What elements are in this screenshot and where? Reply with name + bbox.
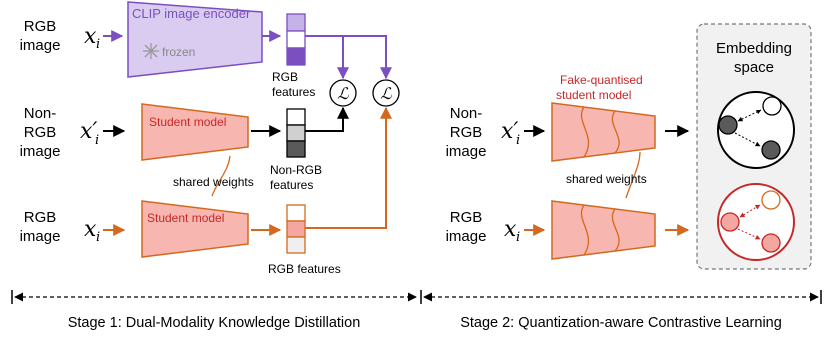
stage2-shared-weights-connector bbox=[625, 151, 641, 199]
clip-encoder: CLIP image encoder frozen bbox=[127, 1, 263, 78]
embedding-label-line1: Embedding bbox=[716, 40, 792, 57]
student-model-bottom-label: Student model bbox=[147, 211, 224, 225]
rgb-features-bottom-label: RGB features bbox=[268, 262, 341, 276]
embedding-label-line2: space bbox=[734, 59, 774, 76]
student-model-top: Student model bbox=[141, 103, 249, 161]
loss-circle-1: ℒ bbox=[329, 79, 357, 107]
stage2-shared-weights-label: shared weights bbox=[566, 172, 647, 186]
stage1-shared-weights-connector bbox=[211, 155, 231, 197]
loss-symbol-2: ℒ bbox=[380, 84, 392, 103]
stage1-caption: Stage 1: Dual-Modality Knowledge Distill… bbox=[68, 315, 361, 331]
embedding-point-anchor-rgb bbox=[720, 212, 740, 232]
stage1-rgb-bottom-sub: i bbox=[96, 230, 100, 245]
fq-student-model-bottom bbox=[551, 200, 656, 260]
stage1-nonrgb-line1: Non- bbox=[24, 105, 57, 122]
frozen-label: frozen bbox=[162, 45, 195, 59]
stage1-shared-weights-label: shared weights bbox=[173, 175, 254, 189]
rgb-features-top-line2: features bbox=[272, 85, 315, 99]
clip-encoder-label: CLIP image encoder bbox=[132, 6, 251, 21]
stage1-rgb-top-sub: i bbox=[96, 37, 100, 52]
rgb-features-top-line1: RGB bbox=[272, 70, 298, 84]
loss-symbol-1: ℒ bbox=[337, 84, 349, 103]
stage2-rgb-input: RGB image x i bbox=[446, 209, 546, 245]
fq-label-line1: Fake-quantised bbox=[560, 73, 643, 87]
stage1-rgb-bottom-var: x bbox=[84, 217, 97, 242]
nonrgb-to-loss1-line bbox=[305, 106, 349, 132]
stage2-nonrgb-sub: i bbox=[516, 133, 520, 148]
nonrgb-feature-vector bbox=[286, 108, 306, 158]
stage2-nonrgb-var: x′ bbox=[501, 119, 518, 144]
stage1-rgb-bottom-line1: RGB bbox=[24, 209, 57, 226]
stage1-rgb-top-line1: RGB bbox=[24, 18, 57, 35]
embedding-point-negative-rgb bbox=[761, 233, 781, 253]
stage2-rgb-sub: i bbox=[516, 230, 520, 245]
fq-student-model-top bbox=[551, 102, 656, 162]
stage2-caption: Stage 2: Quantization-aware Contrastive … bbox=[460, 315, 782, 331]
nonrgb-features-line1: Non-RGB bbox=[270, 163, 322, 177]
clip-encoder-shape bbox=[127, 1, 263, 78]
stage1-nonrgb-line2: RGB bbox=[24, 124, 57, 141]
stage1-rgb-top-var: x bbox=[84, 24, 97, 49]
embedding-circle-rgb bbox=[717, 183, 795, 261]
stage1-nonrgb-input: Non- RGB image x′ i bbox=[20, 105, 126, 160]
stage1-nonrgb-line3: image bbox=[20, 143, 61, 160]
nonrgb-features-line2: features bbox=[270, 178, 313, 192]
rgb-feature-vector-top bbox=[286, 13, 306, 66]
embedding-point-negative bbox=[761, 140, 781, 160]
stage1-rgb-top-input: RGB image x i bbox=[20, 18, 124, 54]
clip-to-loss1-line bbox=[305, 35, 349, 80]
stage2-nonrgb-line3: image bbox=[446, 143, 487, 160]
embedding-point-positive-rgb bbox=[761, 190, 781, 210]
stage2-rgb-line1: RGB bbox=[450, 209, 483, 226]
stage1-nonrgb-var: x′ bbox=[80, 119, 97, 144]
stage2-nonrgb-line1: Non- bbox=[450, 105, 483, 122]
stage2-rgb-line2: image bbox=[446, 228, 487, 245]
stage2-nonrgb-line2: RGB bbox=[450, 124, 483, 141]
loss-circle-2: ℒ bbox=[372, 79, 400, 107]
snowflake-icon bbox=[143, 43, 159, 59]
embedding-space-panel: Embedding space bbox=[696, 23, 812, 270]
stage1-rgb-bottom-input: RGB image x i bbox=[20, 209, 126, 245]
stage1-nonrgb-sub: i bbox=[95, 133, 99, 148]
stage1-rgb-top-line2: image bbox=[20, 37, 61, 54]
stage2-nonrgb-input: Non- RGB image x′ i bbox=[446, 105, 546, 160]
clip-to-loss2-line bbox=[343, 35, 392, 80]
rgb-bottom-to-loss2-line bbox=[305, 106, 392, 229]
embedding-circle-nonrgb bbox=[717, 91, 795, 169]
embedding-point-anchor bbox=[718, 115, 738, 135]
student-model-bottom: Student model bbox=[141, 200, 249, 258]
stage2-rgb-var: x bbox=[504, 217, 517, 242]
stage1-rgb-bottom-line2: image bbox=[20, 228, 61, 245]
rgb-feature-vector-bottom bbox=[286, 204, 306, 254]
student-model-top-label: Student model bbox=[149, 115, 226, 129]
fq-label-line2: student model bbox=[556, 88, 631, 102]
embedding-point-positive bbox=[762, 96, 782, 116]
